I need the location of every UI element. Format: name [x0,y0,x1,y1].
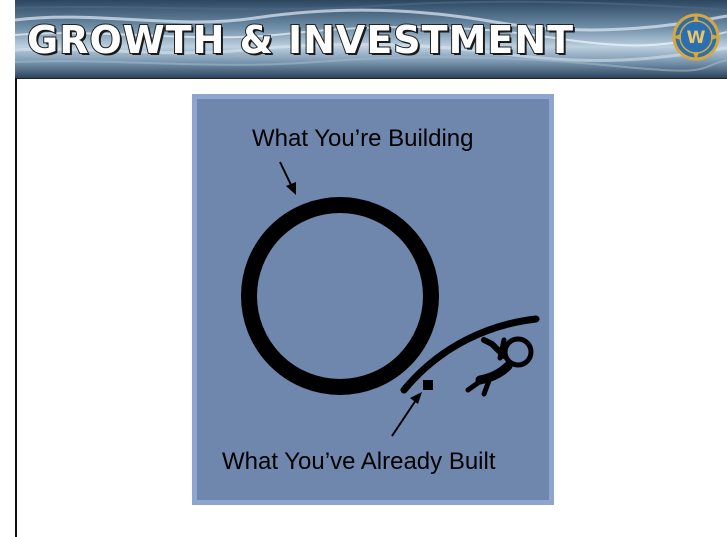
illustration-panel [192,94,554,505]
slide-title: GROWTH & INVESTMENT [26,17,575,63]
large-ring-being-built [241,197,439,395]
left-border-line [15,78,17,537]
water-texture-background [15,0,727,78]
curved-ramp [400,315,540,394]
caption-what-youre-building: What You’re Building [252,125,474,152]
pushing-person-icon [465,336,534,397]
logo-letter: W [687,28,706,48]
caption-what-youve-already-built: What You’ve Already Built [222,448,496,475]
header-banner: GROWTH & INVESTMENT W [15,0,727,79]
arrow-to-block [391,392,422,437]
small-built-block [423,380,433,390]
arrow-to-circle [279,161,296,195]
compass-logo-icon: W [672,13,720,61]
